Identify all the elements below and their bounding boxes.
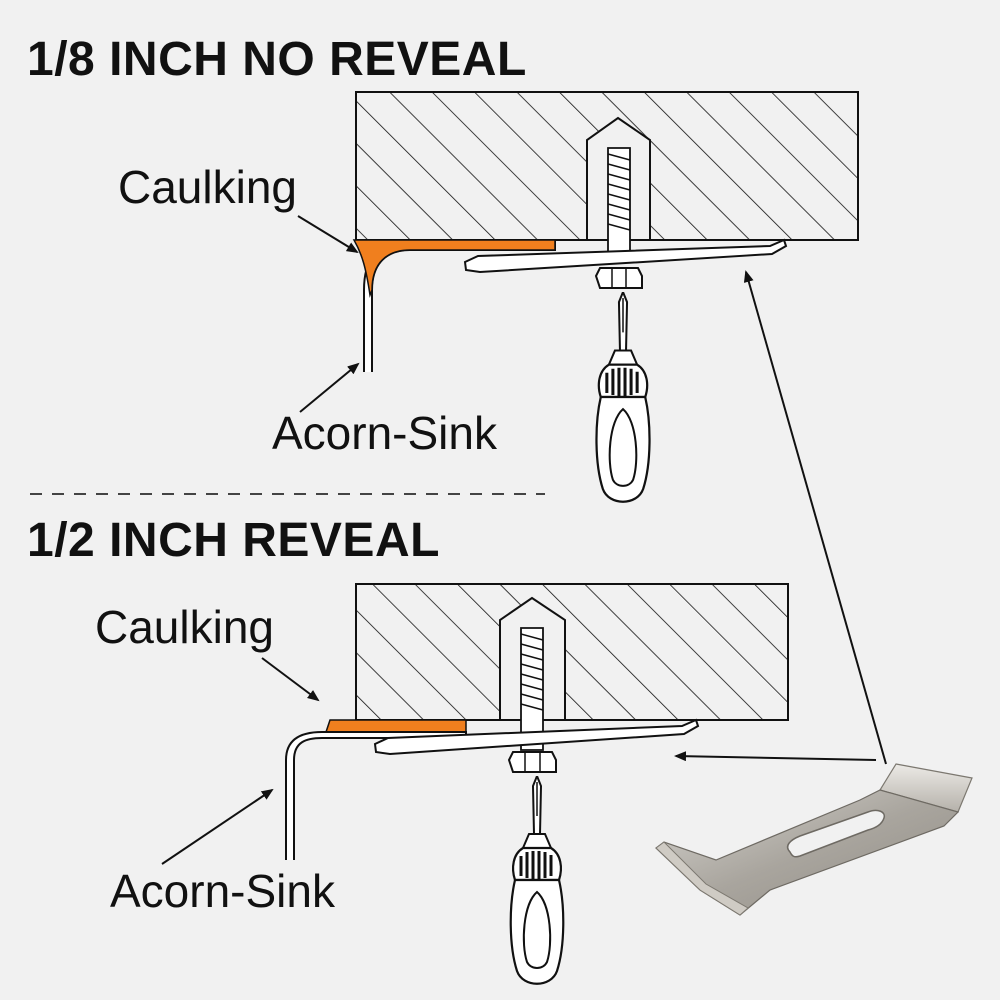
sink-arrow-bottom bbox=[161, 788, 274, 865]
clip-pointer-top bbox=[743, 270, 887, 765]
mounting-clip-top bbox=[463, 238, 788, 274]
caulking-arrow-top bbox=[297, 215, 359, 254]
screwdriver-icon bbox=[594, 292, 652, 504]
section-title-reveal: 1/2 INCH REVEAL bbox=[27, 514, 440, 567]
undermount-clip-icon bbox=[655, 763, 973, 916]
caulking-top bbox=[352, 239, 556, 298]
section-title-no-reveal: 1/8 INCH NO REVEAL bbox=[27, 33, 527, 86]
screw-head-top bbox=[594, 267, 643, 289]
sink-label-top: Acorn-Sink bbox=[272, 407, 497, 459]
sink-arrow-top bbox=[299, 362, 360, 413]
clip-pointer-bottom bbox=[674, 751, 877, 762]
screw-threads-bottom bbox=[520, 633, 544, 711]
caulking-arrow-bottom bbox=[261, 657, 320, 702]
caulking-label-top: Caulking bbox=[118, 161, 297, 213]
screw-threads-top bbox=[607, 153, 631, 231]
sink-label-bottom: Acorn-Sink bbox=[110, 865, 335, 917]
caulking-label-bottom: Caulking bbox=[95, 601, 274, 653]
mounting-clip-bottom bbox=[373, 718, 700, 756]
screwdriver-icon-bottom bbox=[509, 776, 565, 986]
caulking-bottom bbox=[324, 719, 467, 733]
countertop-bottom bbox=[355, 583, 789, 721]
screw-head-bottom bbox=[507, 751, 557, 773]
